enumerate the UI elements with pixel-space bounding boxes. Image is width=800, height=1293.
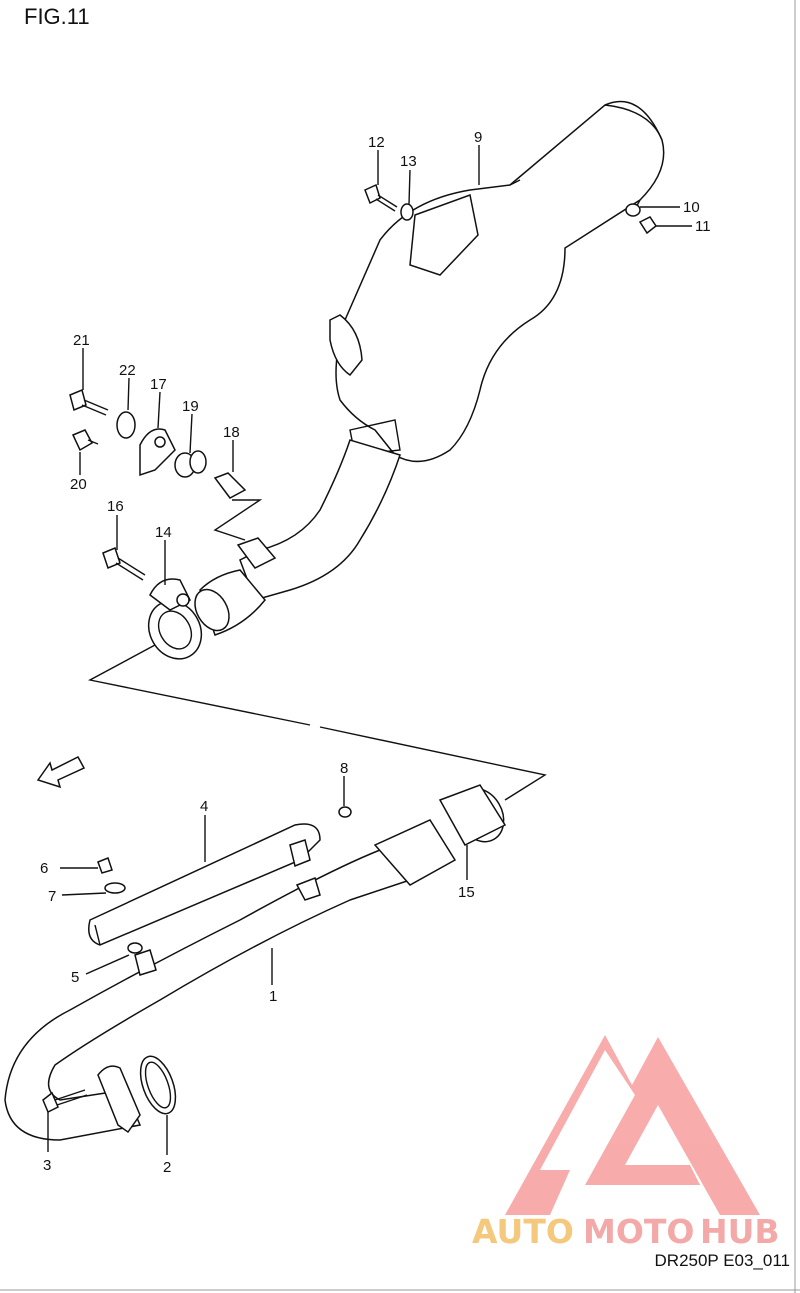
logo-text-auto: AUTO [472,1212,574,1251]
callout-22: 22 [119,362,136,379]
callout-8: 8 [340,760,348,777]
callouts: 1 2 3 4 5 6 7 8 9 10 11 12 13 14 15 16 1… [40,129,711,1176]
connection-lines [87,644,547,801]
mid-pipe [194,439,401,636]
callout-9: 9 [474,129,482,146]
callout-6: 6 [40,860,48,877]
callout-18: 18 [223,424,240,441]
callout-10: 10 [683,199,700,216]
automotohub-logo: AUTO MOTO HUB [472,1035,780,1251]
callout-19: 19 [182,398,199,415]
callout-2: 2 [163,1159,171,1176]
callout-17: 17 [150,376,167,393]
fwd-arrow: FWD [36,756,86,789]
hardware-upper [69,183,658,581]
logo-text-hub: HUB [700,1212,780,1251]
heat-shield [88,823,321,976]
hardware-lower [42,806,352,1134]
logo-text-moto: MOTO [583,1212,694,1251]
callout-16: 16 [107,498,124,515]
leader-lines [47,145,692,1155]
callout-3: 3 [43,1157,51,1174]
clamp-14 [147,578,203,660]
callout-21: 21 [73,332,90,349]
muffler [329,100,665,463]
logo-mark [505,1035,760,1215]
callout-20: 20 [70,476,87,493]
header-pipe [4,784,507,1141]
callout-11: 11 [695,218,711,235]
callout-7: 7 [48,888,56,905]
callout-5: 5 [71,969,79,986]
callout-12: 12 [368,134,385,151]
callout-15: 15 [458,884,475,901]
callout-14: 14 [155,524,172,541]
callout-13: 13 [400,153,417,170]
callout-4: 4 [200,798,208,815]
diagram-code: DR250P E03_011 [654,1251,790,1270]
figure-title: FIG.11 [24,4,90,29]
callout-1: 1 [269,988,277,1005]
